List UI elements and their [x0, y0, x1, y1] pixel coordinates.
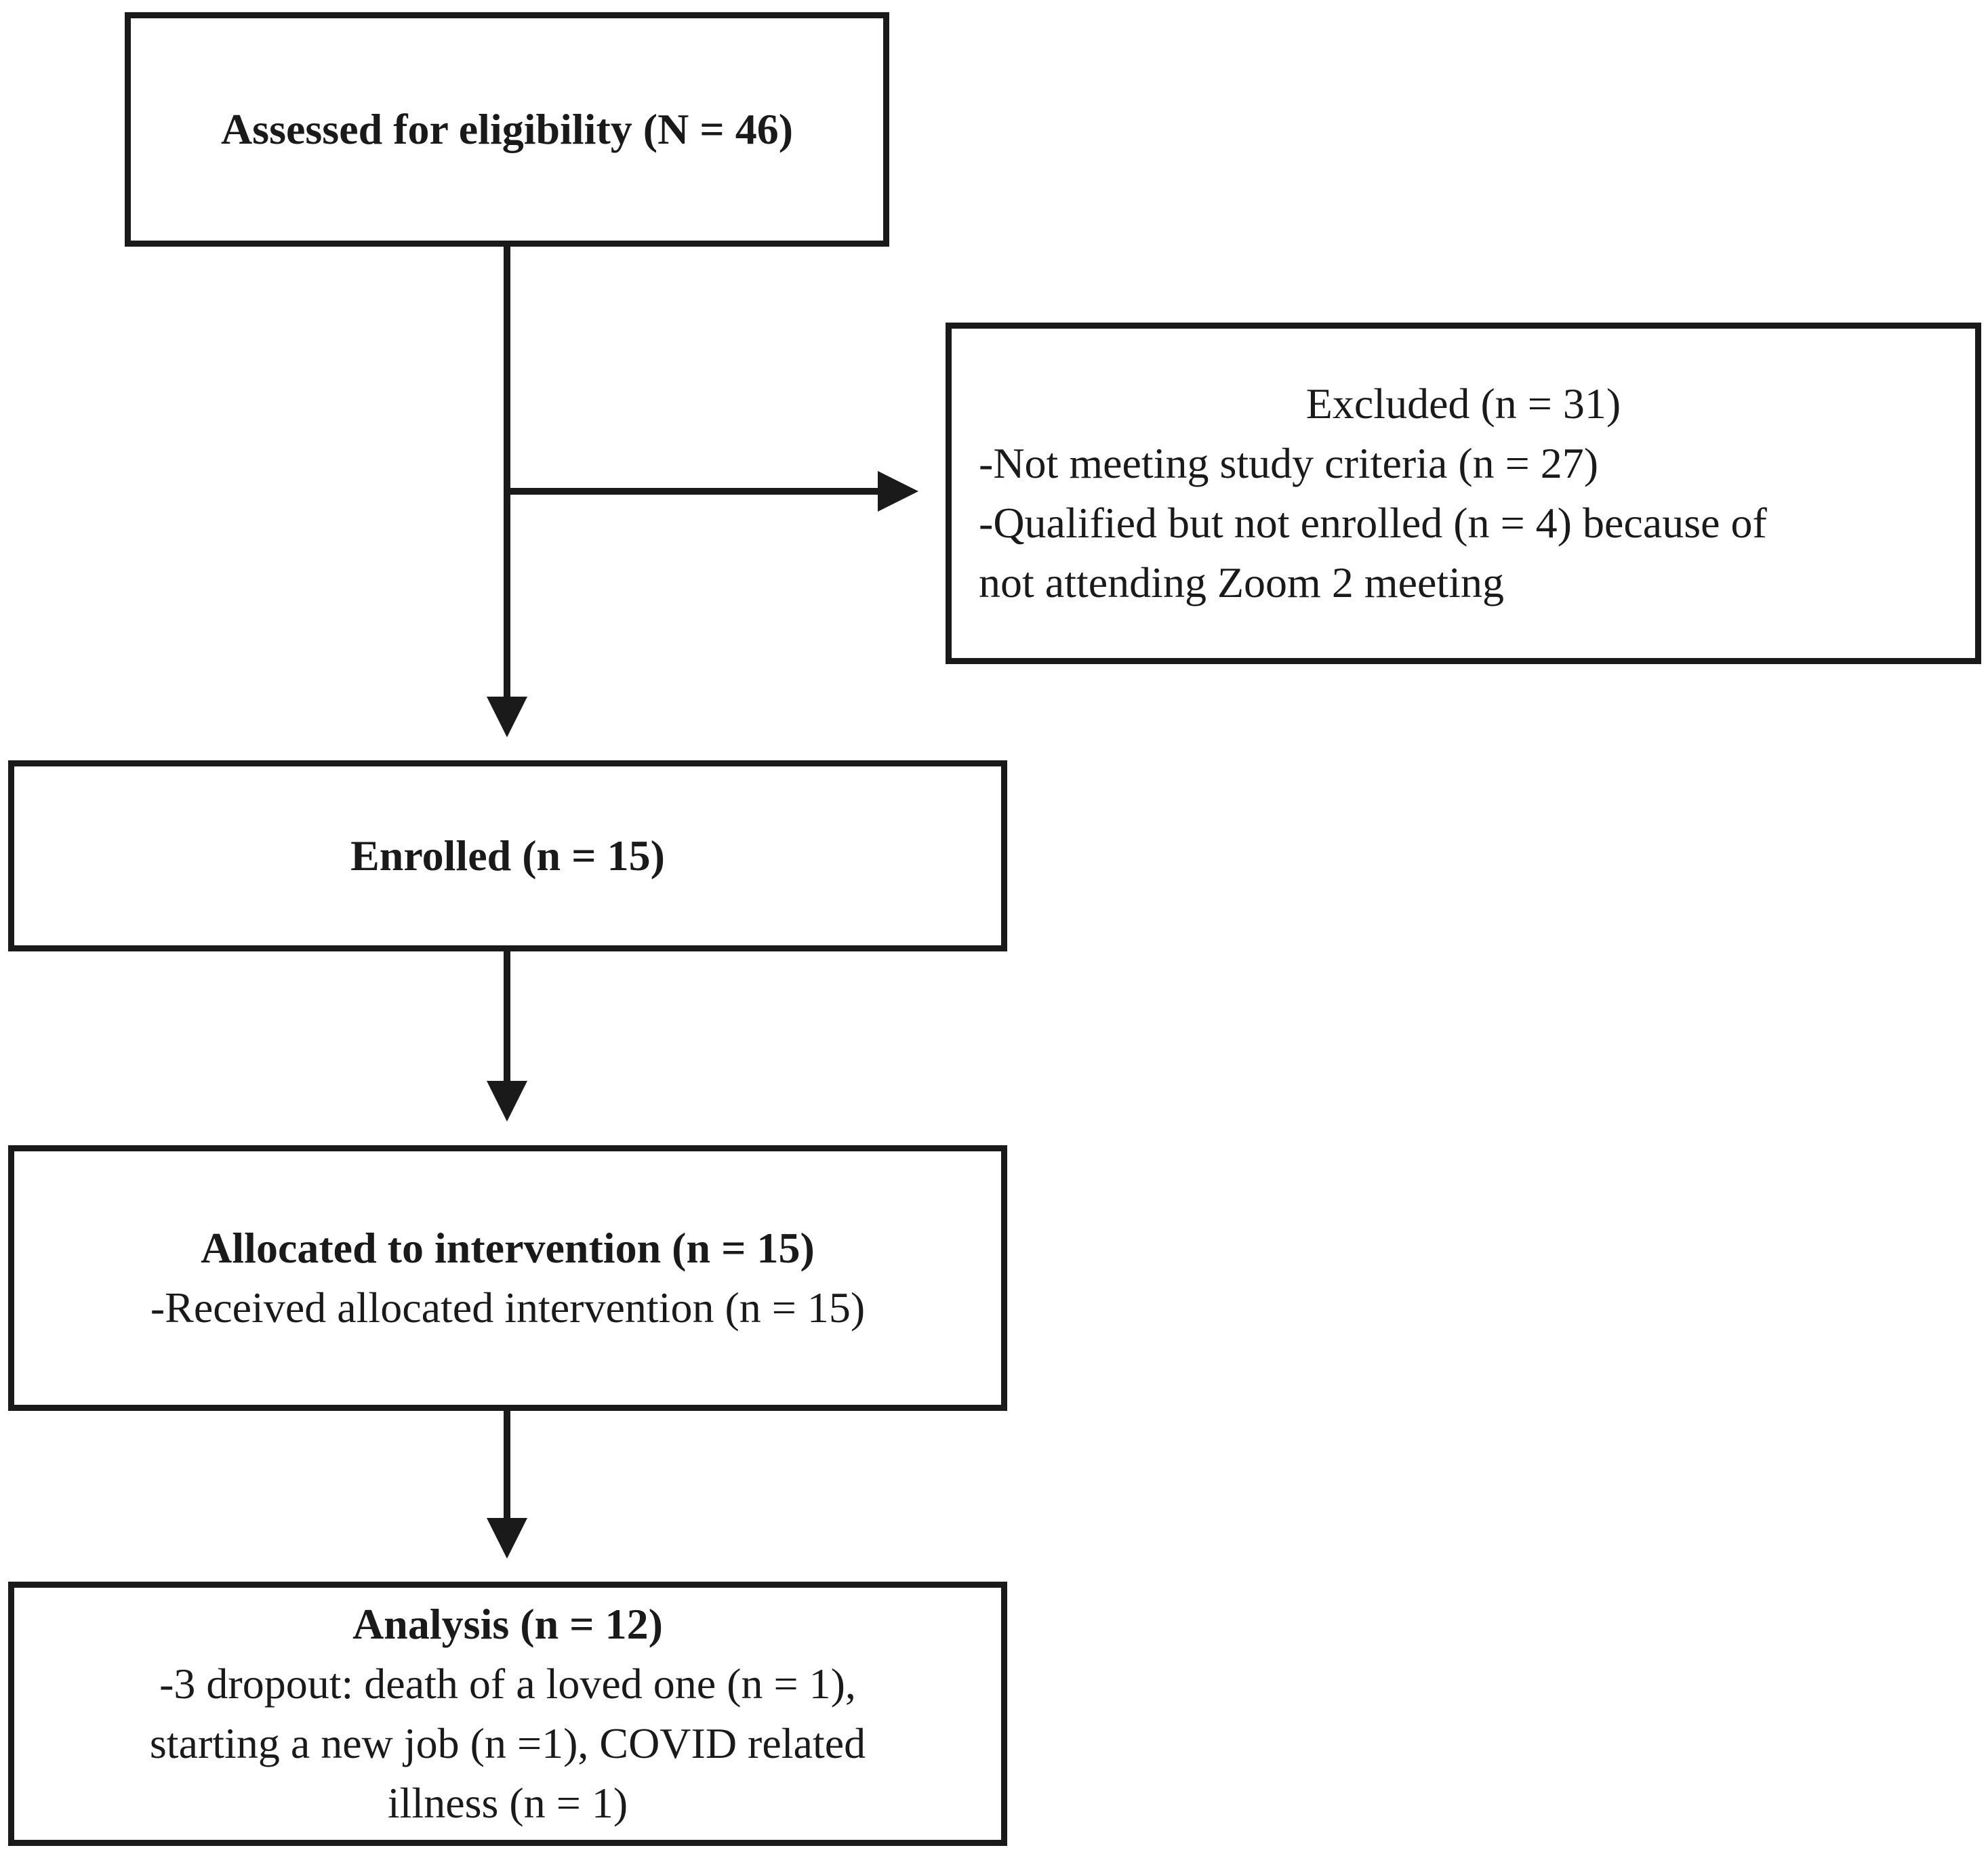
excluded-reason-zoom: not attending Zoom 2 meeting — [979, 558, 1504, 607]
analysis-dropout-line3: illness (n = 1) — [387, 1779, 628, 1827]
analysis-dropout-line1: -3 dropout: death of a loved one (n = 1)… — [159, 1660, 856, 1708]
assessed-box: Assessed for eligibility (N = 46) — [125, 12, 889, 247]
assessed-title: Assessed for eligibility (N = 46) — [220, 105, 794, 153]
enrolled-box: Enrolled (n = 15) — [8, 760, 1007, 951]
excluded-title: Excluded (n = 31) — [1305, 379, 1621, 428]
excluded-reason-criteria: -Not meeting study criteria (n = 27) — [979, 439, 1599, 487]
excluded-box: Excluded (n = 31) -Not meeting study cri… — [946, 323, 1981, 664]
analysis-box: Analysis (n = 12) -3 dropout: death of a… — [8, 1582, 1007, 1846]
analysis-dropout-line2: starting a new job (n =1), COVID related — [149, 1719, 866, 1767]
analysis-title: Analysis (n = 12) — [352, 1600, 663, 1648]
enrolled-title: Enrolled (n = 15) — [350, 831, 665, 880]
allocated-received: -Received allocated intervention (n = 15… — [150, 1283, 866, 1332]
allocated-title: Allocated to intervention (n = 15) — [201, 1224, 815, 1272]
excluded-reason-not-enrolled: -Qualified but not enrolled (n = 4) beca… — [979, 499, 1767, 547]
allocated-box: Allocated to intervention (n = 15) -Rece… — [8, 1145, 1007, 1411]
